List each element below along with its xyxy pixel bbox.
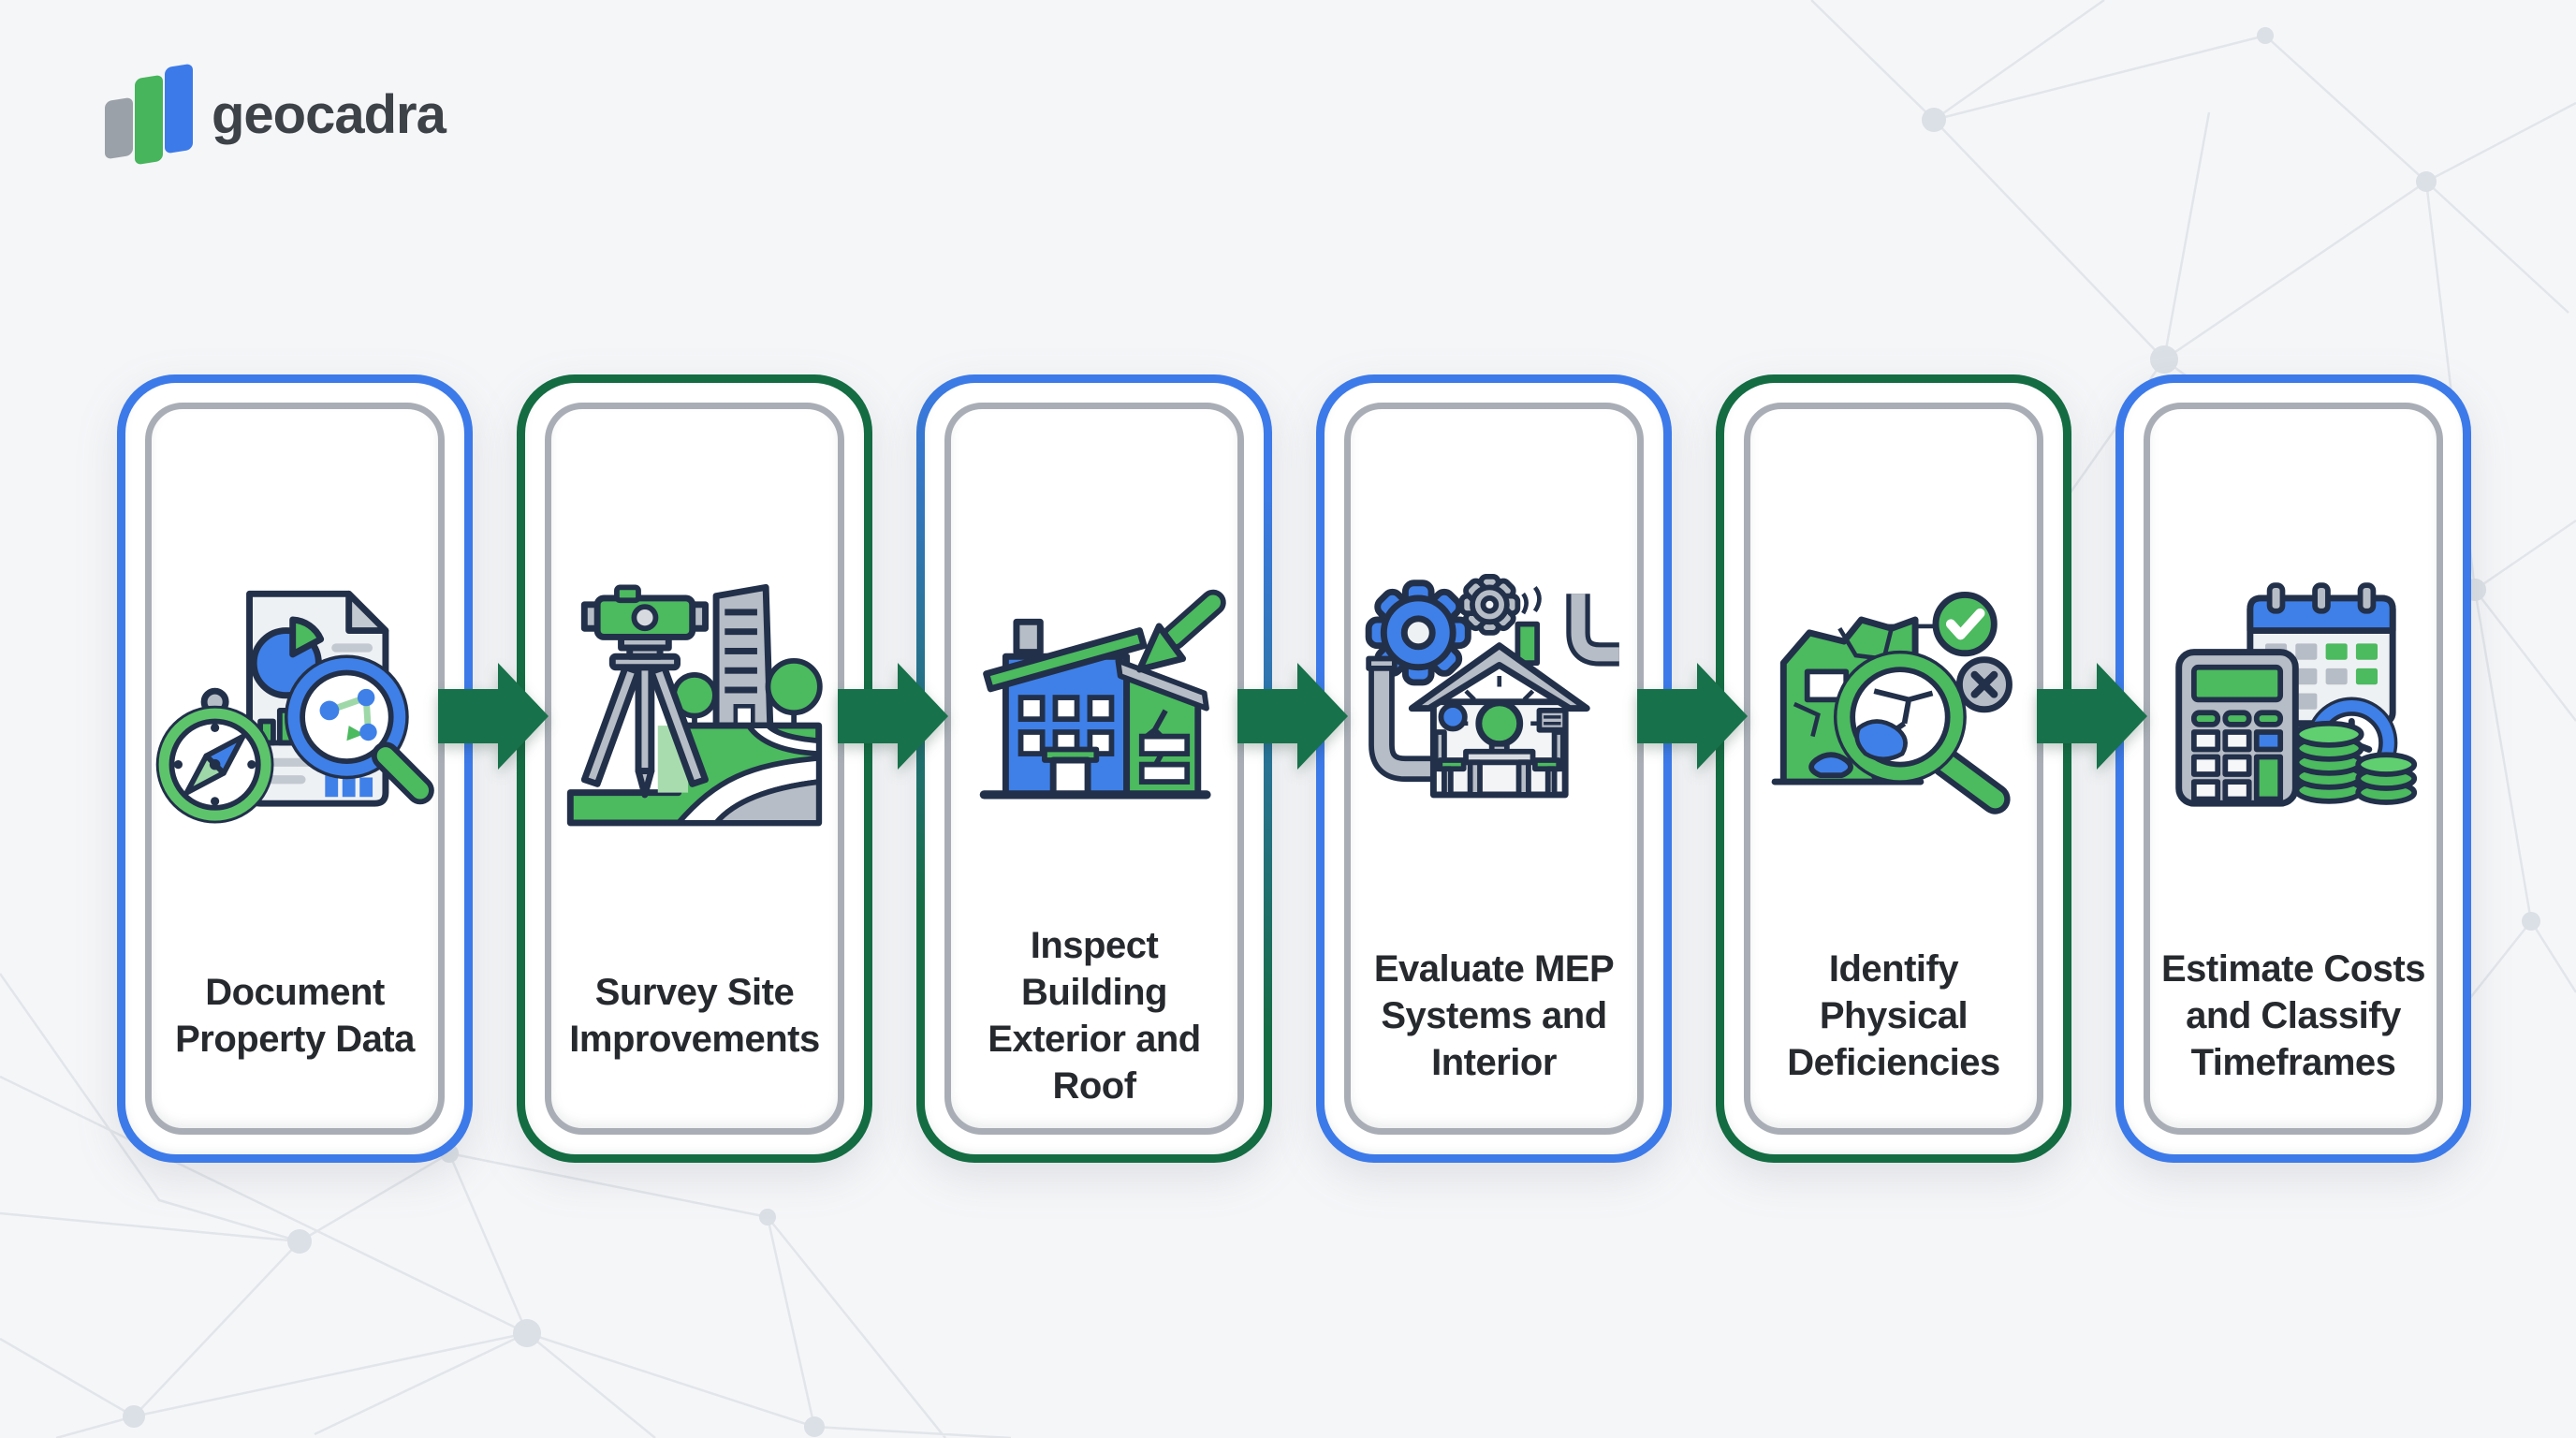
step-label: Document Property Data [175,971,415,1060]
step-card-1: Document Property Data [117,374,473,1163]
site-map-magnifier-icon [1753,564,2034,844]
flow-arrow [838,663,948,770]
building-crack-inspection-icon [954,564,1235,844]
step-card-5: Identify Physical Deficiencies [1716,374,2071,1163]
step-label: Estimate Costs and Classify Timeframes [2161,947,2425,1083]
survey-theodolite-icon [554,564,835,844]
logo-text: geocadra [212,83,446,145]
logo-bar-gray [105,96,133,160]
step-card-6: Estimate Costs and Classify Timeframes [2115,374,2471,1163]
logo-bar-green [135,74,163,166]
logo-bars-icon [105,58,198,170]
step-label: Evaluate MEP Systems and Interior [1373,947,1615,1083]
step-label: Inspect Building Exterior and Roof [988,924,1201,1107]
flow-arrow [438,663,549,770]
flow-arrow [1237,663,1348,770]
step-label: Identify Physical Deficiencies [1787,947,2000,1083]
step-card-3: Inspect Building Exterior and Roof [916,374,1272,1163]
mep-gears-house-icon [1354,564,1634,844]
step-card-4: Evaluate MEP Systems and Interior [1316,374,1672,1163]
calculator-calendar-coins-icon [2153,564,2434,844]
flow-arrow [2037,663,2147,770]
step-label: Survey Site Improvements [569,971,820,1060]
logo: geocadra [105,58,446,170]
document-analysis-icon [154,564,435,844]
logo-bar-blue [165,63,193,154]
step-card-2: Survey Site Improvements [517,374,872,1163]
flow-arrow [1637,663,1748,770]
